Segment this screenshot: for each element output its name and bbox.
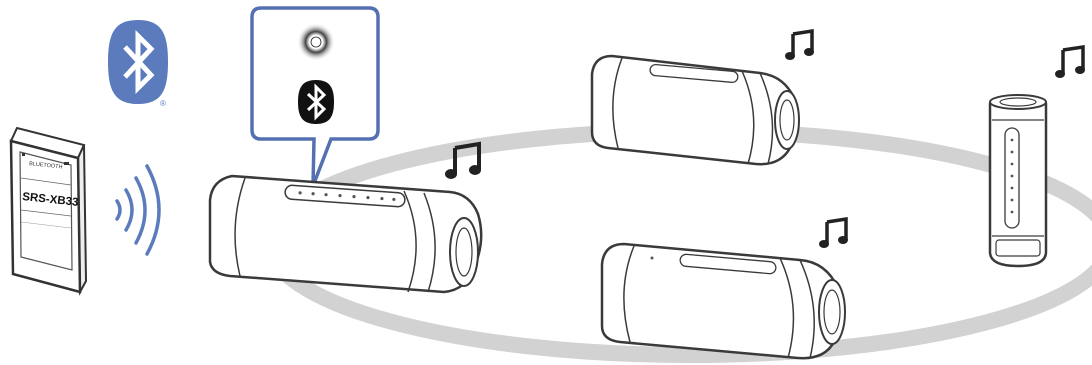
indicator-callout [250, 6, 380, 187]
phone-screen-status-icons [22, 153, 69, 165]
speaker-bottom [600, 242, 846, 360]
phone-device-name: SRS-XB33 [22, 191, 79, 209]
speaker-host-button-panel [284, 184, 406, 208]
speaker-vertical [988, 94, 1048, 268]
music-note-icon [1055, 44, 1085, 78]
music-note-icon [785, 28, 814, 60]
wireless-signal-icon [115, 164, 161, 256]
smartphone: BLUETOOTH SRS-XB33 [9, 126, 88, 296]
speaker-host-buttons [298, 191, 396, 202]
white-dot-indicator-icon [297, 23, 335, 61]
registered-mark: ® [160, 99, 166, 108]
music-note-icon [445, 141, 481, 179]
bluetooth-logo-icon [108, 20, 168, 104]
speaker-top [590, 54, 800, 166]
phone-bluetooth-header: BLUETOOTH [29, 161, 63, 170]
speaker-vertical-buttons [1010, 138, 1014, 214]
speaker-host [208, 174, 483, 294]
bluetooth-indicator-icon [298, 80, 334, 124]
music-note-icon [819, 216, 848, 248]
